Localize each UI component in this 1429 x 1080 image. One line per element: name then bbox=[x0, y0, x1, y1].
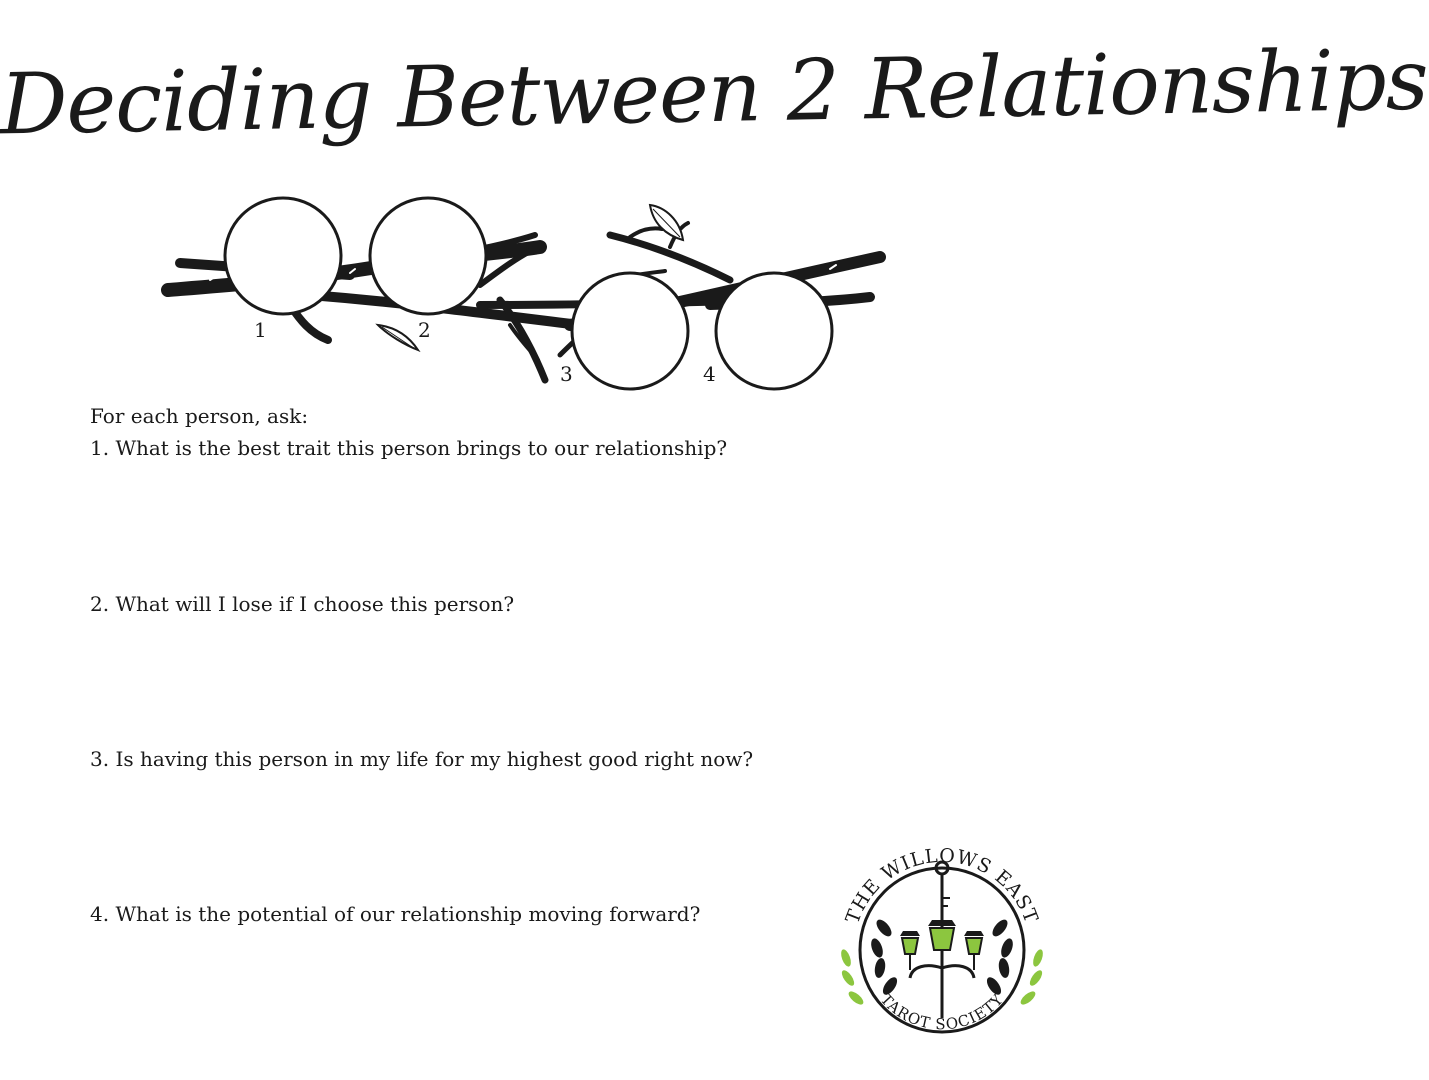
tarot-society-logo: THE WILLOWS EAST TAROT SOCIETY bbox=[841, 845, 1043, 1034]
card-position-3-circle bbox=[570, 271, 690, 391]
card-position-2-circle bbox=[368, 196, 488, 316]
leaf-icon bbox=[375, 323, 421, 353]
question-3: 3. Is having this person in my life for … bbox=[90, 747, 754, 771]
position-number-3: 3 bbox=[560, 362, 573, 386]
question-2: 2. What will I lose if I choose this per… bbox=[90, 592, 515, 616]
position-number-4: 4 bbox=[703, 362, 716, 386]
leaf-icon bbox=[648, 203, 685, 242]
card-spread-illustration: 1 2 3 4 bbox=[161, 196, 886, 391]
position-number-1: 1 bbox=[254, 318, 267, 342]
lantern-key-icon bbox=[900, 860, 984, 1018]
question-4: 4. What is the potential of our relation… bbox=[90, 902, 701, 926]
questions-intro: For each person, ask: bbox=[90, 404, 309, 428]
question-1: 1. What is the best trait this person br… bbox=[90, 436, 728, 460]
card-position-4-circle bbox=[714, 271, 834, 391]
position-number-2: 2 bbox=[418, 318, 431, 342]
page-title: Deciding Between 2 Relationships bbox=[0, 30, 1429, 154]
card-position-1-circle bbox=[223, 196, 343, 316]
